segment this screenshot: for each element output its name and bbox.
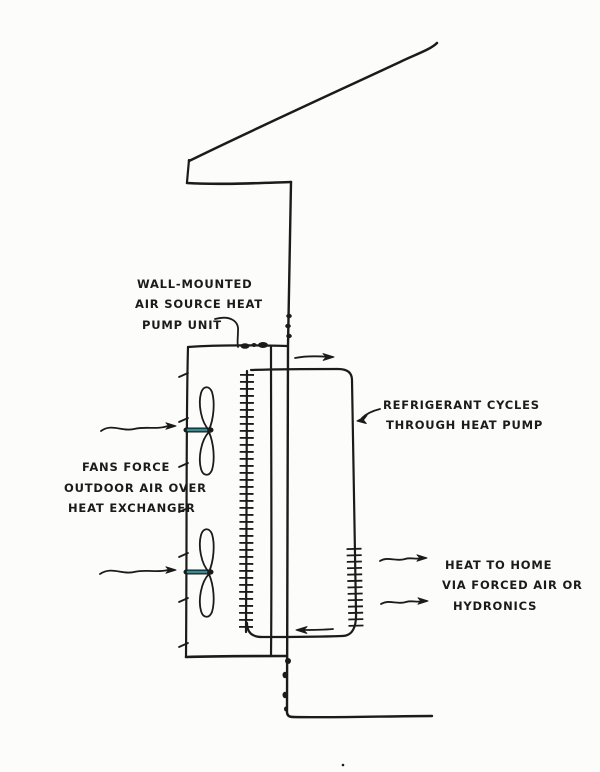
fan-blade: [198, 386, 215, 431]
label-line: HYDRONICS: [453, 599, 537, 613]
indoor-heat-exchanger-coil: [346, 547, 364, 628]
unit-label-leader: [214, 316, 239, 348]
heat-output-arrow-bottom: [380, 597, 429, 605]
unit-label: WALL-MOUNTED AIR SOURCE HEAT PUMP UNIT: [135, 277, 263, 332]
outdoor-heat-exchanger-coil: [239, 369, 254, 634]
label-line: WALL-MOUNTED: [137, 277, 253, 291]
label-line: THROUGH HEAT PUMP: [386, 418, 543, 432]
label-line: PUMP UNIT: [142, 318, 222, 332]
house-wall: [285, 180, 295, 719]
heat-label: HEAT TO HOME VIA FORCED AIR OR HYDRONICS: [442, 558, 583, 613]
fan-bottom: [183, 528, 215, 618]
outdoor-air-arrow-top: [100, 422, 177, 432]
floor-line: [291, 714, 434, 719]
label-line: AIR SOURCE HEAT: [135, 297, 263, 311]
label-line: VIA FORCED AIR OR: [442, 578, 583, 592]
fan-top: [183, 386, 215, 476]
fan-blade: [198, 573, 215, 618]
label-line: OUTDOOR AIR OVER: [64, 481, 207, 495]
roof-line: [187, 41, 439, 163]
fan-hub: [207, 569, 213, 575]
outdoor-air-arrow-bottom: [99, 566, 177, 575]
refrigerant-flow-arrow-top: [294, 353, 335, 361]
label-line: HEAT TO HOME: [445, 558, 552, 572]
heat-pump-unit-outline: [184, 344, 289, 659]
heat-output-arrow-top: [379, 554, 428, 562]
refrigerant-label-leader: [356, 408, 381, 424]
refrigerant-loop: [245, 367, 358, 639]
fan-blade: [198, 431, 215, 476]
label-line: REFRIGERANT CYCLES: [383, 398, 540, 412]
fan-hub: [207, 427, 213, 433]
refrigerant-label: REFRIGERANT CYCLES THROUGH HEAT PUMP: [383, 398, 543, 432]
fan-blade: [198, 528, 215, 573]
eave: [185, 158, 293, 186]
label-line: HEAT EXCHANGER: [68, 501, 196, 515]
refrigerant-flow-arrow-bottom: [295, 626, 334, 634]
fans-label: FANS FORCE OUTDOOR AIR OVER HEAT EXCHANG…: [64, 460, 207, 515]
label-line: FANS FORCE: [82, 460, 170, 474]
air-intake-ticks: [178, 372, 189, 648]
ink-speck: [341, 763, 345, 767]
mounting-bolts: [240, 313, 292, 712]
